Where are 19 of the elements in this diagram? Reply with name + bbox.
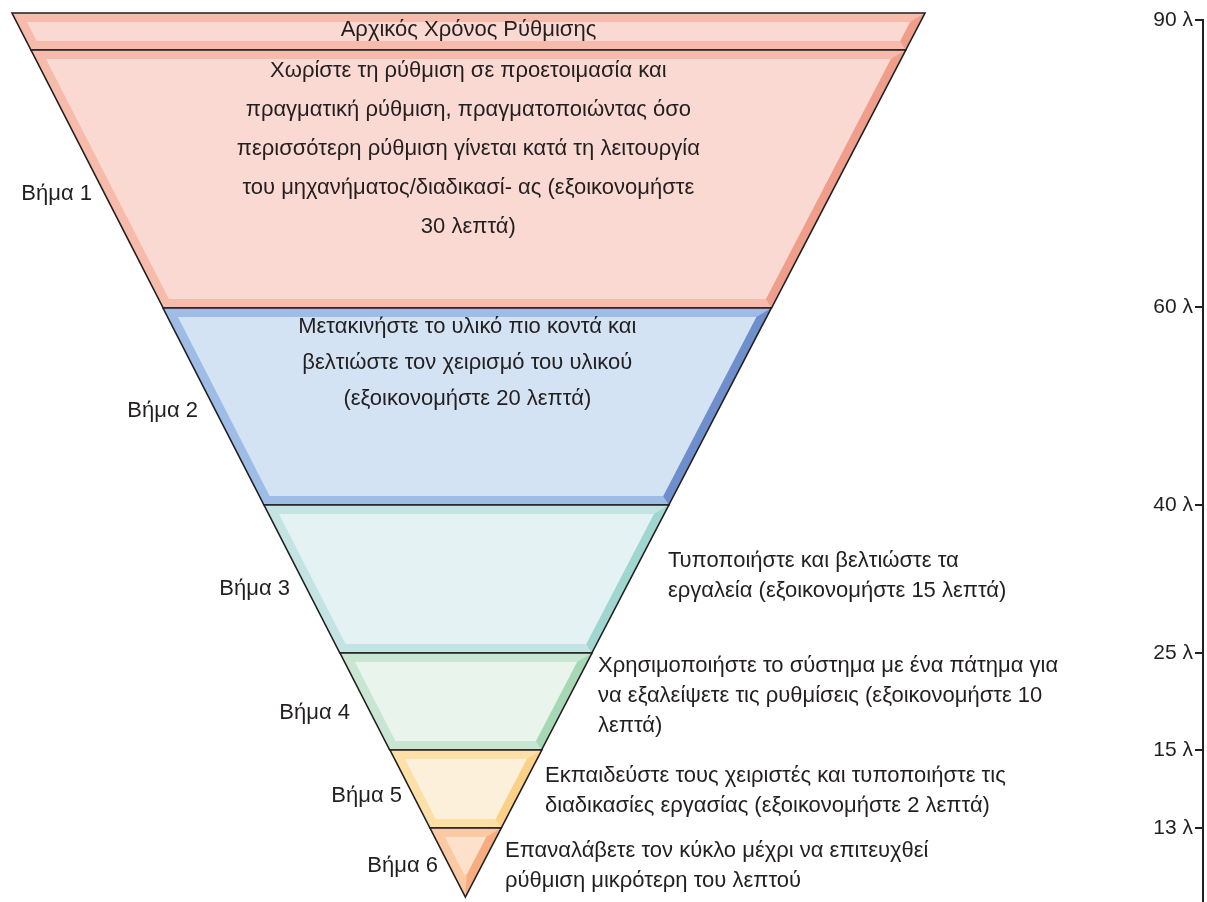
step-description: Χρησιμοποιήστε το σύστημα με ένα πάτημα για να εξαλείψετε τις ρυθμίσεις (εξοικονομήστε 10 λεπτά) xyxy=(598,651,1060,739)
step-label: Βήμα 2 xyxy=(126,396,198,424)
step-description: Εκπαιδεύστε τους χειριστές και τυποποιήστε τις διαδικασίες εργασίας (εξοικονομήστε 2 λεπτά) xyxy=(545,761,1007,819)
step-label: Βήμα 5 xyxy=(330,781,402,809)
axis-label: 15 λ xyxy=(1153,737,1193,761)
band-heading: Αρχικός Χρόνος Ρύθμισης xyxy=(339,15,598,43)
step-label: Βήμα 1 xyxy=(20,179,92,207)
band-text: Μετακινήστε το υλικό πιο κοντά και βελτιώστε τον χειρισμό του υλικού (εξοικονομήστε 20 λεπτά) xyxy=(297,312,638,412)
band-text: Χωρίστε τη ρύθμιση σε προετοιμασία και πραγματική ρύθμιση, πραγματοποιώντας όσο περισσότερη ρύθμιση γίνεται κατά τη λειτουργία του μηχανήματος/διαδικασί- ας (εξοικονομήστε 30 λεπτά) xyxy=(235,56,701,240)
step-label: Βήμα 4 xyxy=(278,698,350,726)
axis-label: 13 λ xyxy=(1153,815,1193,839)
step-label: Βήμα 3 xyxy=(218,574,290,602)
step-description: Επαναλάβετε τον κύκλο μέχρι να επιτευχθεί ρύθμιση μικρότερη του λεπτού xyxy=(505,836,930,894)
axis-label: 40 λ xyxy=(1153,492,1193,516)
axis-label: 90 λ xyxy=(1153,7,1193,31)
step-description: Τυποποιήστε και βελτιώστε τα εργαλεία (εξοικονομήστε 15 λεπτά) xyxy=(668,546,1008,604)
step-label: Βήμα 6 xyxy=(366,851,438,879)
axis-label: 60 λ xyxy=(1153,294,1193,318)
axis-label: 25 λ xyxy=(1153,640,1193,664)
